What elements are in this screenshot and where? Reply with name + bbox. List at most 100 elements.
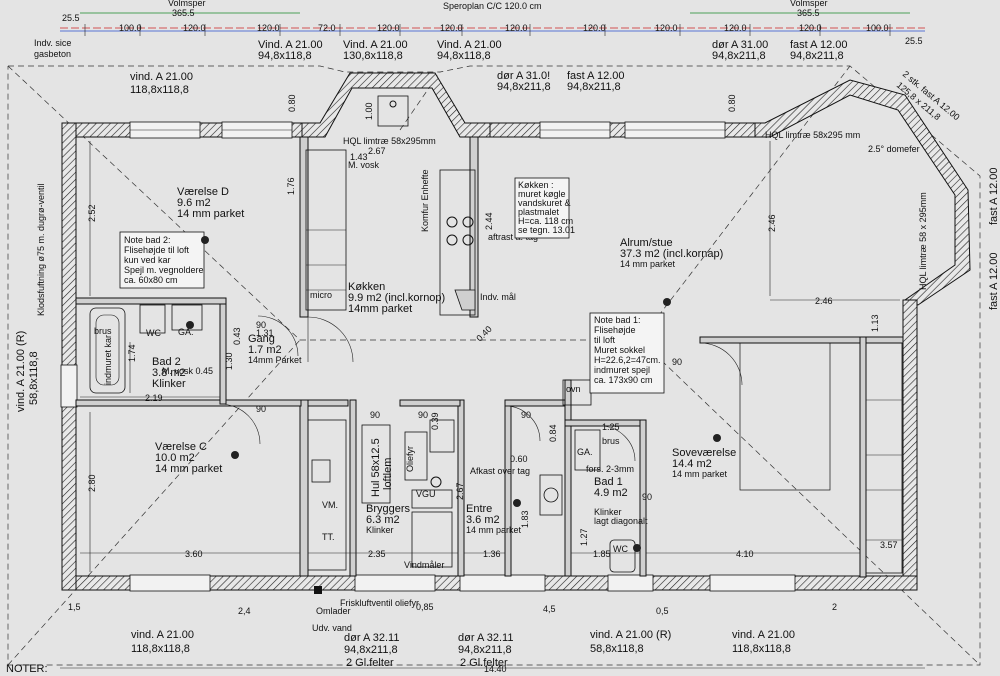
dim-3-60: 3.60 <box>185 549 203 559</box>
note-koekken-line-6: se tegn. 13.01 <box>518 225 575 235</box>
note-koekken: Køkken : muret køgle vandskuret & plastm… <box>514 177 575 239</box>
dim-top-1: 100.0 <box>119 23 142 33</box>
dim-2-44: 2.44 <box>484 212 494 230</box>
window-bottom-4-type: vind. A 21.00 (R) <box>590 629 671 641</box>
window-top-3-type: Vind. A 21.00 <box>437 39 502 51</box>
room-entre-floor: 14 mm parket <box>466 525 522 535</box>
dim-top-8: 120.0 <box>583 23 606 33</box>
dim-top-12: 100.0 <box>866 23 889 33</box>
door-swings <box>219 315 743 462</box>
room-koekken-name: Køkken <box>348 281 385 293</box>
dim-1-13: 1.13 <box>870 314 880 332</box>
vol-left-value: 365.5 <box>172 8 195 18</box>
ga2-label: GA. <box>577 447 593 457</box>
note-koekken-line-2: muret køgle <box>518 189 566 199</box>
note-bad2-line-2: Flisehøjde til loft <box>124 245 190 255</box>
vol-right-value: 365.5 <box>797 8 820 18</box>
handwritten-4: 4,5 <box>543 604 556 614</box>
lagt-diag-label: lagt diagonalt <box>594 516 648 526</box>
dim-1-76: 1.76 <box>286 177 296 195</box>
window-bottom-2-note: 2 Gl.felter <box>346 657 394 669</box>
room-gang-floor: 14mm Parket <box>248 355 302 365</box>
vol-right-label: Volmsper <box>790 0 828 8</box>
roof-outline <box>7 65 981 666</box>
note-bad2: Note bad 2: Flisehøjde til loft kun ved … <box>119 231 205 289</box>
handwritten-3: 0,85 <box>416 602 434 612</box>
note-koekken-line-1: Køkken : <box>518 180 554 190</box>
dim-1-31: 1.31 <box>256 328 274 338</box>
inner-dimensions: 2.52 1.74 2.19 2.80 3.60 2.35 1.36 1.85 … <box>60 94 925 674</box>
note-bad1-line-7: ca. 173x90 cm <box>594 375 653 385</box>
vol-left-label: Volmsper <box>168 0 206 8</box>
note-koekken-line-3: vandskuret & <box>518 198 571 208</box>
top-window-labels: Vind. A 21.00 94,8x118,8 Vind. A 21.00 1… <box>130 39 848 96</box>
top-dimensions: Volmsper 365.5 Speroplan C/C 120.0 cm Vo… <box>34 0 925 59</box>
fors-label: fors. 2-3mm <box>586 464 634 474</box>
bedroom-fixtures: 3.57 <box>739 342 903 574</box>
window-bottom-1-size: 118,8x118,8 <box>131 643 190 655</box>
interior-walls <box>75 136 904 578</box>
note-bad2-line-5: ca. 60x80 cm <box>124 275 178 285</box>
left-window-type: vind. A 21.00 (R) <box>15 331 27 412</box>
ovn-label: ovn <box>566 384 581 394</box>
room-alrum-name: Alrum/stue <box>620 237 673 249</box>
dim-0-39: 0.39 <box>430 412 440 430</box>
dim-1-85: 1.85 <box>593 549 611 559</box>
dim-1-36: 1.36 <box>483 549 501 559</box>
note-koekken-line-4: plastmalet <box>518 207 560 217</box>
window-bottom-5-size: 118,8x118,8 <box>732 643 791 655</box>
handwritten-2: 2,4 <box>238 606 251 616</box>
room-bryggers-name: Bryggers <box>366 503 411 515</box>
room-gang-area: 1.7 m2 <box>248 344 282 356</box>
window-top-2-size: 130,8x118,8 <box>343 50 403 62</box>
wc2-label: WC <box>613 544 628 554</box>
brus-label: brus <box>94 326 112 336</box>
note-bad1-line-5: H=22.6,2=47cm. <box>594 355 661 365</box>
dim-top-2: 120.0 <box>183 23 206 33</box>
friskluft-label: Friskluftventil oliefyr <box>340 598 419 608</box>
dim-1-74: 1.74 <box>127 344 137 362</box>
hql-kitchen-label: HQL limtræ 58x295mm <box>343 136 436 146</box>
bay-fast-right2: fast A 12.00 <box>988 168 1000 226</box>
dim-90-d: 90 <box>418 410 428 420</box>
bay-fast-right: fast A 12.00 <box>988 253 1000 311</box>
noter-label: NOTER: <box>6 663 48 675</box>
handwritten-6: 2 <box>832 602 837 612</box>
dim-90-e: 90 <box>521 410 531 420</box>
window-upper-1-size: 118,8x118,8 <box>130 84 189 96</box>
d357-label: 3.57 <box>880 540 898 550</box>
left-window-label: vind. A 21.00 (R) 58,8x118,8 Klodsfuftni… <box>15 183 46 412</box>
window-bottom-3-size: 94,8x211,8 <box>458 644 512 656</box>
vgu-label: VGU <box>416 489 436 499</box>
room-vaerelse-d-floor: 14 mm parket <box>177 208 244 220</box>
dim-90-f: 90 <box>672 357 682 367</box>
room-sovevaerelse-area: 14.4 m2 <box>672 458 712 470</box>
klodsfuftning-label: Klodsfuftning ø75 m. dugrø-ventil <box>36 183 46 316</box>
ga-label: GA. <box>178 327 194 337</box>
room-vaerelse-d-name: Værelse D <box>177 186 229 198</box>
note-bad2-line-3: kun ved kar <box>124 255 171 265</box>
bad2-fixtures: indmuret kar WC brus GA. M. vosk 0.45 <box>89 304 213 394</box>
window-top-1-type: Vind. A 21.00 <box>258 39 323 51</box>
oliefyr-label: Oliefyr <box>405 446 415 472</box>
klinker-bad1-label: Klinker <box>594 507 622 517</box>
dim-2-46-a: 2.46 <box>767 214 777 232</box>
dim-1-00: 1.00 <box>364 102 374 120</box>
dim-1-43: 1.43 <box>350 152 368 162</box>
bryggers-fixtures: VM. TT. Hul 58x12.5 loftlem Oliefyr Afka… <box>307 419 530 633</box>
dim-2-19: 2.19 <box>145 393 163 403</box>
exterior-walls <box>61 72 971 591</box>
window-top-1-size: 94,8x118,8 <box>258 50 312 62</box>
spero-label: Speroplan C/C 120.0 cm <box>443 1 542 11</box>
room-vaerelse-c-name: Værelse C <box>155 441 207 453</box>
room-bad1-name: Bad 1 <box>594 476 623 488</box>
window-bottom-2-type: dør A 32.11 <box>344 632 399 644</box>
window-bottom-3-note: 2 Gl.felter <box>460 657 508 669</box>
room-alrum-area: 37.3 m2 (incl.kornap) <box>620 248 723 260</box>
note-bad1: Note bad 1: Flisehøjde til loft Muret so… <box>589 312 665 394</box>
dim-2-67-b: 2.67 <box>455 482 465 500</box>
note-bad1-line-6: indmuret spejl <box>594 365 650 375</box>
dim-top-5: 120.0 <box>377 23 400 33</box>
dim-4-10: 4.10 <box>736 549 754 559</box>
dim-90-a: 90 <box>256 320 266 330</box>
